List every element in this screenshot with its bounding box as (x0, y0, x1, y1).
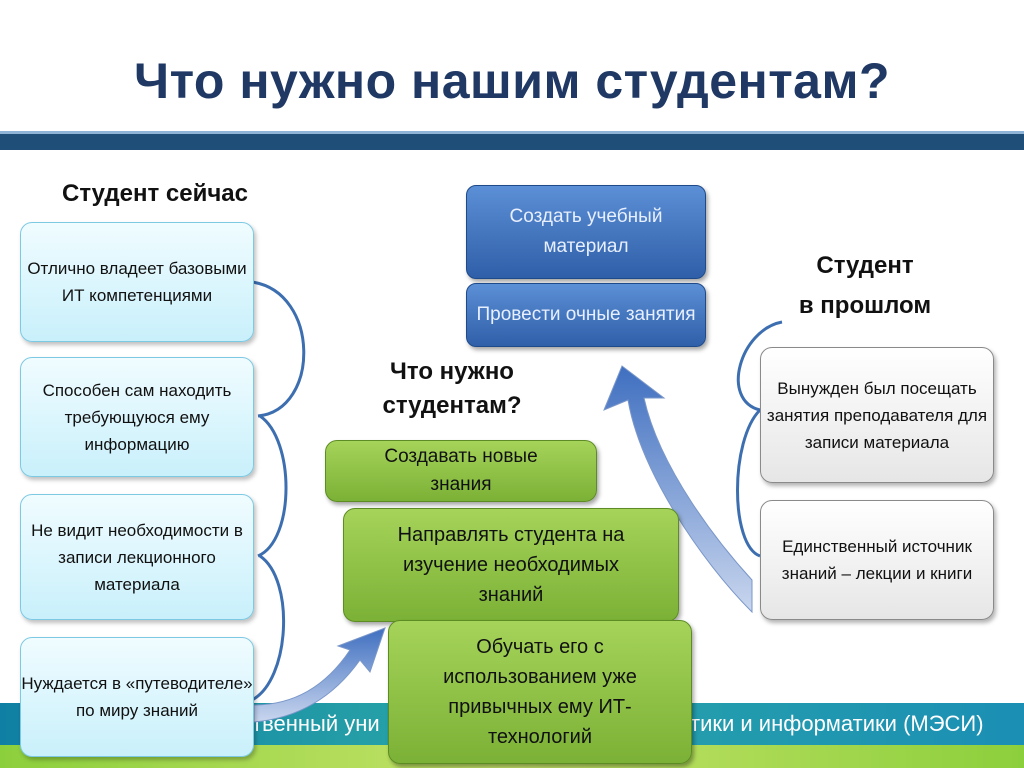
right-heading-line2: в прошлом (798, 292, 932, 319)
title-divider (0, 134, 1024, 150)
left-box-2: Способен сам находить требующуюся ему ин… (20, 357, 254, 477)
title-divider-light (0, 131, 1024, 134)
blue-box-conduct-classes: Провести очные занятия (466, 283, 706, 347)
right-box-2: Единственный источник знаний – лекции и … (760, 500, 994, 620)
green-box-new-knowledge: Создавать новые знания (325, 440, 597, 502)
green-box-teach-with-it: Обучать его с использованием уже привычн… (388, 620, 692, 764)
right-bracket-2 (736, 408, 762, 558)
center-heading-line1: Что нужно (390, 358, 514, 385)
blue-box-create-material: Создать учебный материал (466, 185, 706, 279)
left-box-3: Не видит необходимости в записи лекционн… (20, 494, 254, 620)
footer-text-right: тики и информатики (МЭСИ) (690, 711, 984, 736)
left-bracket-3 (251, 554, 286, 702)
slide-title: Что нужно нашим студентам? (133, 53, 891, 109)
right-heading: Студент в прошлом (760, 246, 970, 326)
small-arrow (253, 627, 386, 723)
left-box-4: Нуждается в «путеводителе» по миру знани… (20, 637, 254, 757)
center-heading: Что нужно студентам? (352, 355, 552, 423)
center-heading-line2: студентам? (382, 392, 522, 419)
right-box-1: Вынужден был посещать занятия преподават… (760, 347, 994, 483)
green-box-guide-student: Направлять студента на изучение необходи… (343, 508, 679, 622)
left-box-1: Отлично владеет базовыми ИТ компетенциям… (20, 222, 254, 342)
left-bracket-2 (257, 414, 288, 558)
right-heading-line1: Студент (816, 252, 914, 279)
left-heading: Студент сейчас (61, 180, 248, 207)
big-arrow (603, 365, 753, 614)
left-bracket-1 (251, 280, 306, 418)
right-bracket-1 (736, 320, 783, 412)
